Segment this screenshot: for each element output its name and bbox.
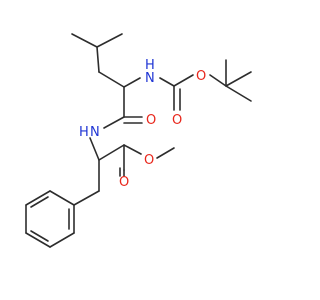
atom-label-o: O: [196, 69, 206, 84]
bond: [173, 74, 194, 87]
bond: [123, 144, 142, 155]
atom-label-h: H: [145, 58, 155, 73]
bond: [25, 190, 51, 206]
atom-label-o: O: [119, 175, 129, 190]
bond: [71, 33, 98, 48]
bond: [96, 33, 123, 48]
benzyl-group: [73, 159, 100, 206]
atom-label-n: N: [145, 71, 155, 86]
bond: [49, 190, 75, 206]
atom-label-n: N: [90, 125, 100, 140]
structure-diagram: N H O O N H O O O: [25, 33, 252, 248]
boc-amide-linkage: [123, 74, 227, 111]
bond: [225, 71, 252, 87]
peptide-bond: [89, 86, 143, 161]
bond: [98, 144, 125, 161]
bond: [73, 190, 100, 206]
atom-label-o: O: [146, 113, 156, 128]
isobutyl-group: [71, 33, 125, 88]
bond: [30, 196, 49, 208]
bond: [89, 137, 100, 161]
tert-butyl-group: [225, 59, 252, 102]
bond: [159, 77, 175, 87]
bond: [103, 116, 125, 129]
phenyl-ring: [25, 190, 75, 248]
atom-label-o: O: [172, 113, 182, 128]
bond: [156, 147, 175, 159]
bond: [209, 74, 227, 87]
bond: [225, 85, 252, 102]
bond: [98, 71, 125, 88]
bond: [25, 232, 51, 248]
bond: [49, 232, 75, 248]
bond: [123, 77, 141, 88]
atom-label-h: H: [79, 125, 89, 140]
atom-label-o: O: [144, 153, 154, 168]
molecule-svg: N H O O N H O O O: [25, 33, 252, 248]
methyl-ester: [98, 144, 175, 177]
bond: [30, 230, 49, 242]
bond: [96, 46, 100, 73]
